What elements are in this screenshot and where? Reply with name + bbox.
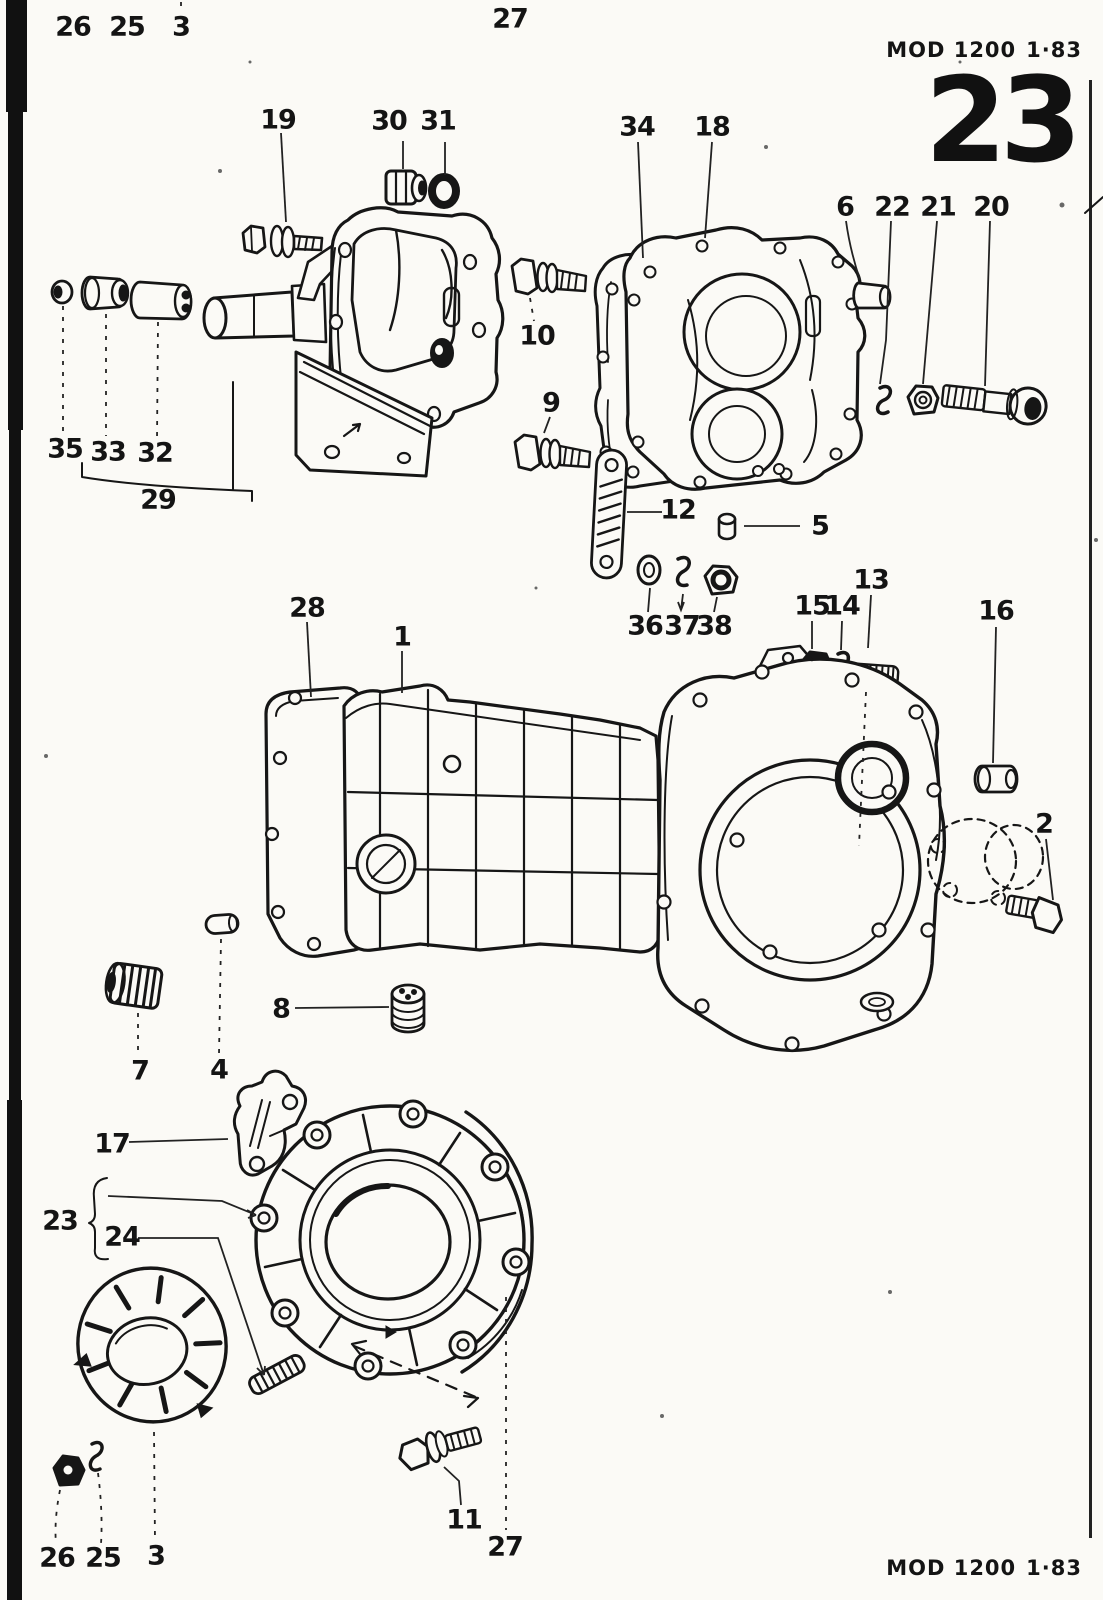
part-callout-5: 5	[811, 510, 830, 542]
part-callout-26: 26	[39, 1542, 76, 1574]
part-callout-35: 35	[47, 433, 84, 465]
bolt-9-drawing	[513, 433, 592, 472]
rear-cover-drawing	[249, 1099, 531, 1381]
spring-washer-25-drawing	[88, 1440, 104, 1472]
part-callout-4: 4	[210, 1054, 229, 1086]
bracket-17-drawing	[232, 1069, 307, 1177]
cap-35-drawing	[50, 279, 74, 305]
nut-21-drawing	[906, 384, 940, 416]
part-callout-12: 12	[660, 494, 697, 526]
bolt-20-drawing	[940, 384, 1048, 426]
nut-26-drawing	[52, 1454, 86, 1487]
part-callout-26: 26	[55, 11, 92, 43]
part-callout-10: 10	[519, 320, 556, 352]
part-callout-34: 34	[619, 111, 656, 143]
alignment-arrow	[350, 1339, 480, 1409]
part-callout-25: 25	[109, 11, 146, 43]
spring-washer-22-drawing	[875, 384, 893, 416]
doc-code-model: MOD 1200	[886, 38, 1017, 62]
pin-5-drawing	[717, 512, 737, 541]
part-callout-13: 13	[853, 564, 890, 596]
part-callout-15: 15	[794, 590, 831, 622]
part-callout-11: 11	[446, 1504, 483, 1536]
washer-36-drawing	[636, 554, 662, 586]
end-cover-18-drawing	[622, 226, 867, 491]
section-number: 23	[924, 51, 1082, 189]
leader-lines	[54, 2, 1054, 1545]
part-callout-22: 22	[874, 191, 911, 223]
bolt-19-drawing	[241, 224, 324, 259]
part-callout-18: 18	[694, 111, 731, 143]
page-border-bars	[6, 0, 1103, 1600]
part-callout-36: 36	[627, 610, 664, 642]
part-callout-25: 25	[85, 1542, 122, 1574]
part-callout-3: 3	[172, 11, 191, 43]
bolt-2-drawing	[1005, 894, 1063, 935]
doc-code-top: MOD 1200 1·83	[886, 40, 1082, 61]
part-callout-24: 24	[104, 1221, 141, 1253]
part-callout-32: 32	[137, 437, 174, 469]
sleeve-32-drawing	[129, 280, 193, 321]
part-callout-27: 27	[492, 3, 529, 35]
plug-30-drawing	[384, 169, 428, 206]
part-callout-1: 1	[393, 621, 412, 653]
doc-code-edition-bottom: 1·83	[1026, 1556, 1082, 1580]
part-callout-37: 37	[664, 610, 701, 642]
bell-housing-drawing	[656, 644, 947, 1053]
part-callout-16: 16	[978, 595, 1015, 627]
part-callout-21: 21	[920, 191, 957, 223]
dust-cover-drawing	[73, 1266, 228, 1424]
spring-washer-37-drawing	[675, 555, 691, 588]
bushing-16-drawing	[973, 764, 1019, 794]
bushing-33-drawing	[80, 275, 130, 311]
part-callout-20: 20	[973, 191, 1010, 223]
o-ring-31-drawing	[428, 173, 460, 209]
spacer-6-drawing	[852, 281, 892, 310]
flange-2-dashed-outline	[926, 817, 1045, 906]
part-callout-17: 17	[94, 1128, 131, 1160]
part-callout-3: 3	[147, 1540, 166, 1572]
part-callout-33: 33	[90, 436, 127, 468]
part-callout-30: 30	[371, 105, 408, 137]
part-callout-8: 8	[272, 993, 291, 1025]
part-callout-27: 27	[487, 1531, 524, 1563]
part-callout-19: 19	[260, 104, 297, 136]
main-case-drawing	[342, 683, 662, 954]
doc-code-edition: 1·83	[1026, 38, 1082, 62]
doc-code-bottom: MOD 1200 1·83	[886, 1558, 1082, 1579]
selector-housing-drawing	[202, 206, 505, 478]
bolt-10-drawing	[510, 257, 588, 296]
part-callout-14: 14	[824, 590, 861, 622]
doc-code-model-bottom: MOD 1200	[886, 1556, 1017, 1580]
id-tag-12-drawing	[590, 448, 628, 580]
nut-38-drawing	[703, 564, 739, 596]
stud-3-drawing	[248, 1354, 306, 1396]
plug-8-drawing	[390, 983, 426, 1034]
pin-4-drawing	[204, 913, 240, 935]
part-callout-38: 38	[696, 610, 733, 642]
part-callout-29: 29	[140, 484, 177, 516]
part-callout-28: 28	[289, 592, 326, 624]
part-callout-23: 23	[42, 1205, 79, 1237]
part-callout-6: 6	[836, 191, 855, 223]
part-callout-31: 31	[420, 105, 457, 137]
scan-noise	[44, 60, 1098, 1418]
part-callout-9: 9	[542, 387, 561, 419]
group-bracket-29	[81, 381, 253, 502]
bolt-11-drawing	[398, 1426, 483, 1472]
plug-7-drawing	[104, 961, 164, 1010]
part-callout-2: 2	[1035, 808, 1054, 840]
part-callout-7: 7	[131, 1055, 150, 1087]
